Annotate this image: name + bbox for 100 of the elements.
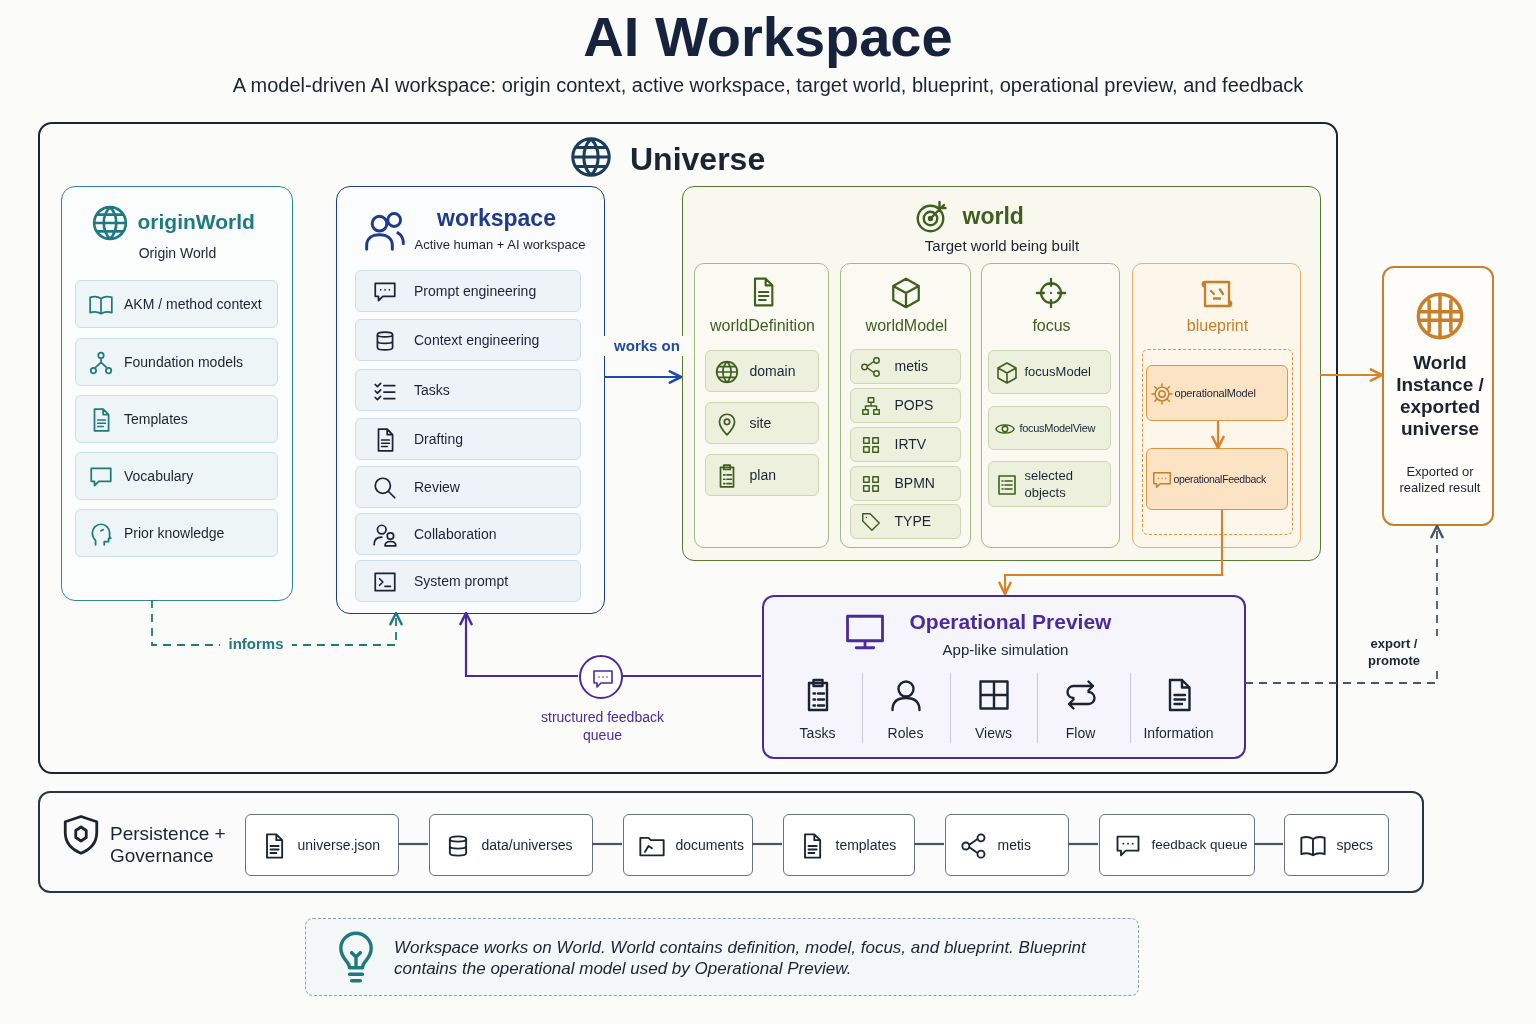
- item-card: [987, 460, 1111, 507]
- item-label: Prior knowledge: [124, 525, 225, 543]
- preview-item-label: Tasks: [799, 724, 836, 743]
- preview-item-label: Flow: [1065, 724, 1096, 743]
- panel-title: Operational Preview: [909, 610, 1112, 635]
- storage-card: [1098, 813, 1255, 876]
- connector: [1254, 842, 1283, 846]
- panel-subtitle: App-like simulation: [942, 641, 1069, 660]
- item-card: [849, 426, 961, 462]
- panel-subtitle: Origin World: [138, 244, 217, 263]
- item-card: [355, 369, 581, 411]
- connector: [622, 674, 761, 678]
- item-label: operationalModel: [1174, 386, 1256, 401]
- item-card: [704, 349, 819, 392]
- item-card: [1145, 447, 1288, 510]
- item-label: feedback queue: [1151, 837, 1248, 854]
- connector: [752, 842, 782, 846]
- section-title: worldDefinition: [710, 316, 815, 336]
- storage-card: [782, 813, 915, 876]
- item-card: [849, 387, 961, 423]
- item-card: [849, 348, 961, 384]
- note-box: [305, 918, 1139, 996]
- item-card: [75, 452, 278, 500]
- preview-item-label: Views: [974, 724, 1013, 743]
- item-card: [355, 418, 581, 460]
- item-label: Templates: [124, 411, 188, 429]
- item-card: [75, 338, 278, 386]
- group-panel: [681, 185, 1321, 561]
- section-panel: [840, 263, 971, 548]
- item-card: [987, 349, 1111, 394]
- item-label: documents: [675, 836, 744, 855]
- connector: [604, 370, 683, 384]
- item-label: metis: [997, 836, 1031, 855]
- item-card: [704, 453, 819, 496]
- section-title: focus: [1032, 316, 1071, 336]
- item-card: [849, 503, 961, 539]
- group-panel: [335, 185, 605, 614]
- panel-subtitle: Target world being built: [924, 237, 1080, 256]
- note-text: Workspace works on World. World contains definition, model, focus, and blueprint. Blueprint contains the operational model used by Operational Preview.: [394, 936, 1088, 980]
- item-card: [987, 405, 1111, 450]
- preview-panel: [761, 594, 1246, 759]
- section-panel: [981, 263, 1120, 548]
- storage-card: [244, 813, 399, 876]
- connector: [1320, 368, 1384, 382]
- storage-card: [622, 813, 753, 876]
- storage-card: [1283, 813, 1389, 876]
- connector: [998, 510, 1224, 596]
- section-title: worldModel: [865, 316, 948, 336]
- connector: [459, 611, 578, 678]
- panel-title: World Instance / exported universe: [1395, 352, 1485, 440]
- panel-title: workspace: [437, 205, 556, 232]
- item-label: focusModelView: [1019, 421, 1096, 436]
- item-label: focusModel: [1024, 364, 1091, 381]
- item-label: BPMN: [894, 475, 935, 493]
- item-label: Review: [414, 479, 460, 497]
- item-label: Collaboration: [414, 526, 497, 544]
- connector: [1244, 524, 1444, 684]
- item-label: Foundation models: [124, 354, 244, 372]
- connector: [151, 599, 403, 646]
- item-label: Drafting: [414, 431, 464, 449]
- panel-title: originWorld: [137, 210, 255, 235]
- item-label: selected objects: [1024, 468, 1074, 501]
- edge-label: works on: [603, 336, 691, 356]
- item-label: IRTV: [894, 436, 927, 454]
- item-card: [355, 319, 581, 361]
- caption-text: structured feedback queue: [540, 709, 665, 744]
- item-label: Prompt engineering: [414, 283, 537, 301]
- section-panel: [694, 263, 829, 548]
- preview-item-label: Roles: [887, 724, 924, 743]
- output-panel: [1382, 266, 1494, 526]
- item-label: System prompt: [414, 573, 509, 591]
- item-label: Context engineering: [414, 332, 540, 350]
- item-label: AKM / method context: [124, 296, 262, 314]
- item-card: [355, 513, 581, 555]
- container-panel: [38, 122, 1338, 774]
- item-label: site: [749, 414, 772, 433]
- connector: [398, 842, 428, 846]
- panel-description: Exported or realized result: [1398, 463, 1482, 497]
- item-card: [75, 395, 278, 443]
- item-card: [849, 465, 961, 501]
- item-label: templates: [835, 836, 897, 855]
- item-label: specs: [1336, 836, 1374, 855]
- item-card: [1145, 364, 1288, 421]
- section-panel: [1132, 263, 1301, 548]
- connector: [914, 842, 944, 846]
- connector: [1211, 421, 1225, 450]
- diagram-subtitle: A model-driven AI workspace: origin context, active workspace, target world, blueprint, operational preview, and feedback: [232, 74, 1304, 97]
- item-label: plan: [749, 466, 776, 485]
- item-label: universe.json: [297, 836, 380, 855]
- panel-title: Universe: [630, 140, 766, 178]
- section-title: blueprint: [1186, 316, 1249, 336]
- storage-card: [428, 813, 593, 876]
- connector: [592, 842, 622, 846]
- item-card: [704, 401, 819, 444]
- storage-card: [944, 813, 1069, 876]
- connector: [1068, 842, 1098, 846]
- item-card: [75, 509, 278, 557]
- item-label: TYPE: [894, 513, 932, 531]
- item-label: metis: [894, 358, 928, 376]
- item-card: [355, 560, 581, 602]
